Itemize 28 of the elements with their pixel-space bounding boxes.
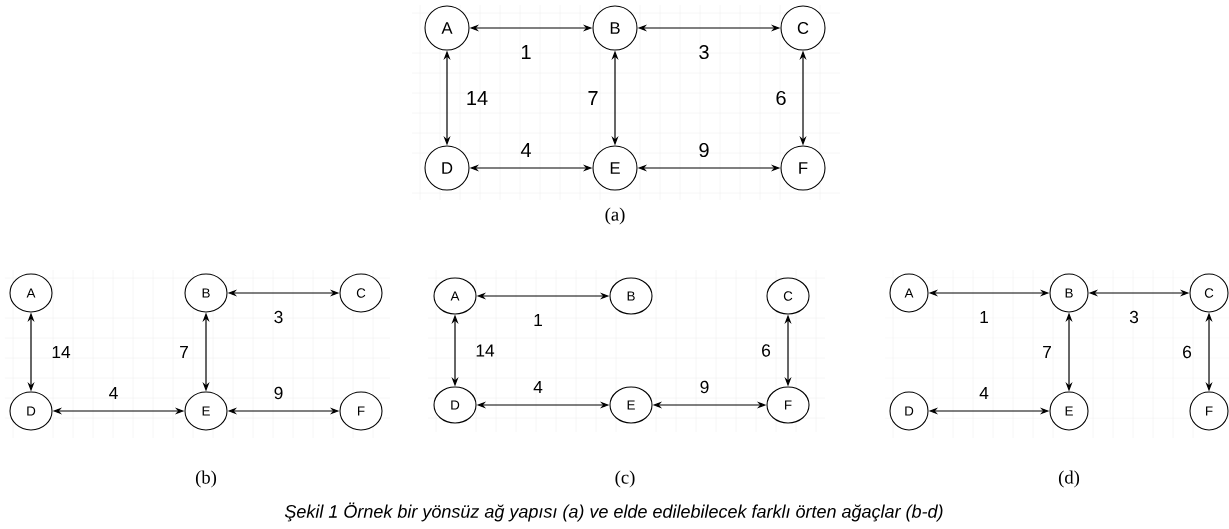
panel-label: (b)	[195, 470, 217, 488]
edge-label: 9	[274, 386, 283, 400]
edge-label: 3	[699, 44, 709, 60]
edge-label: 4	[109, 387, 118, 399]
edge-label: 9	[699, 142, 709, 158]
panel-label: (c)	[615, 470, 635, 488]
edge-label: 3	[274, 310, 283, 324]
panel-label: (d)	[1058, 470, 1080, 488]
edge-label: 4	[533, 381, 543, 393]
panel-label: (a)	[605, 207, 625, 225]
node-label: F	[1206, 406, 1213, 416]
edge-label: 6	[776, 90, 786, 106]
caption: Şekil 1 Örnek bir yönsüz ağ yapısı (a) ve elde edilebilecek farklı örten ağaçlar (b-d)	[284, 502, 943, 522]
edge-label: 3	[1129, 310, 1139, 324]
edge-label: 14	[467, 91, 488, 105]
edge-label: 14	[476, 344, 495, 357]
edge-label: 14	[52, 346, 71, 358]
edge-label: 4	[979, 387, 989, 399]
edge-label: 7	[588, 91, 598, 105]
edge-label: 6	[762, 344, 771, 357]
edge-label: 6	[1183, 345, 1192, 359]
edge-label: 4	[520, 143, 531, 157]
edge-label: 1	[980, 311, 988, 323]
edge-label: 9	[700, 380, 709, 394]
edge-label: 7	[180, 346, 188, 358]
edge-label: 7	[1043, 346, 1051, 358]
edge-label: 1	[534, 314, 542, 326]
edge-label: 1	[521, 45, 531, 59]
